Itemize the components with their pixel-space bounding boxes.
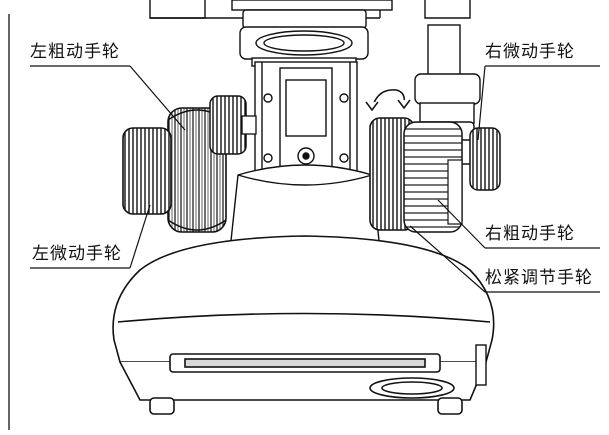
nosepiece	[239, 9, 369, 67]
label-right-fine-knob: 右微动手轮	[485, 42, 575, 62]
leader-lines	[30, 65, 600, 293]
leader-left-coarse-pointer	[129, 65, 186, 131]
label-left-coarse-knob: 左粗动手轮	[30, 42, 120, 62]
label-tension-knob: 松紧调节手轮	[485, 268, 593, 288]
leader-left-fine-pointer	[129, 204, 151, 269]
focus-block	[254, 61, 358, 173]
label-right-coarse-knob: 右粗动手轮	[485, 224, 575, 244]
right-coarse-knob	[369, 117, 463, 233]
right-side-mount	[475, 344, 487, 386]
left-coarse-knob	[167, 95, 257, 233]
left-fine-knob	[122, 127, 172, 215]
right-fine-knob	[469, 127, 501, 191]
label-left-fine-knob: 左微动手轮	[32, 244, 122, 264]
pillar	[229, 164, 381, 251]
leader-right-coarse-pointer	[437, 199, 486, 249]
base	[112, 235, 495, 415]
leader-tension-pointer	[409, 225, 486, 293]
leader-right-fine-pointer	[477, 65, 486, 141]
curved-double-arrow-icon	[365, 89, 411, 112]
